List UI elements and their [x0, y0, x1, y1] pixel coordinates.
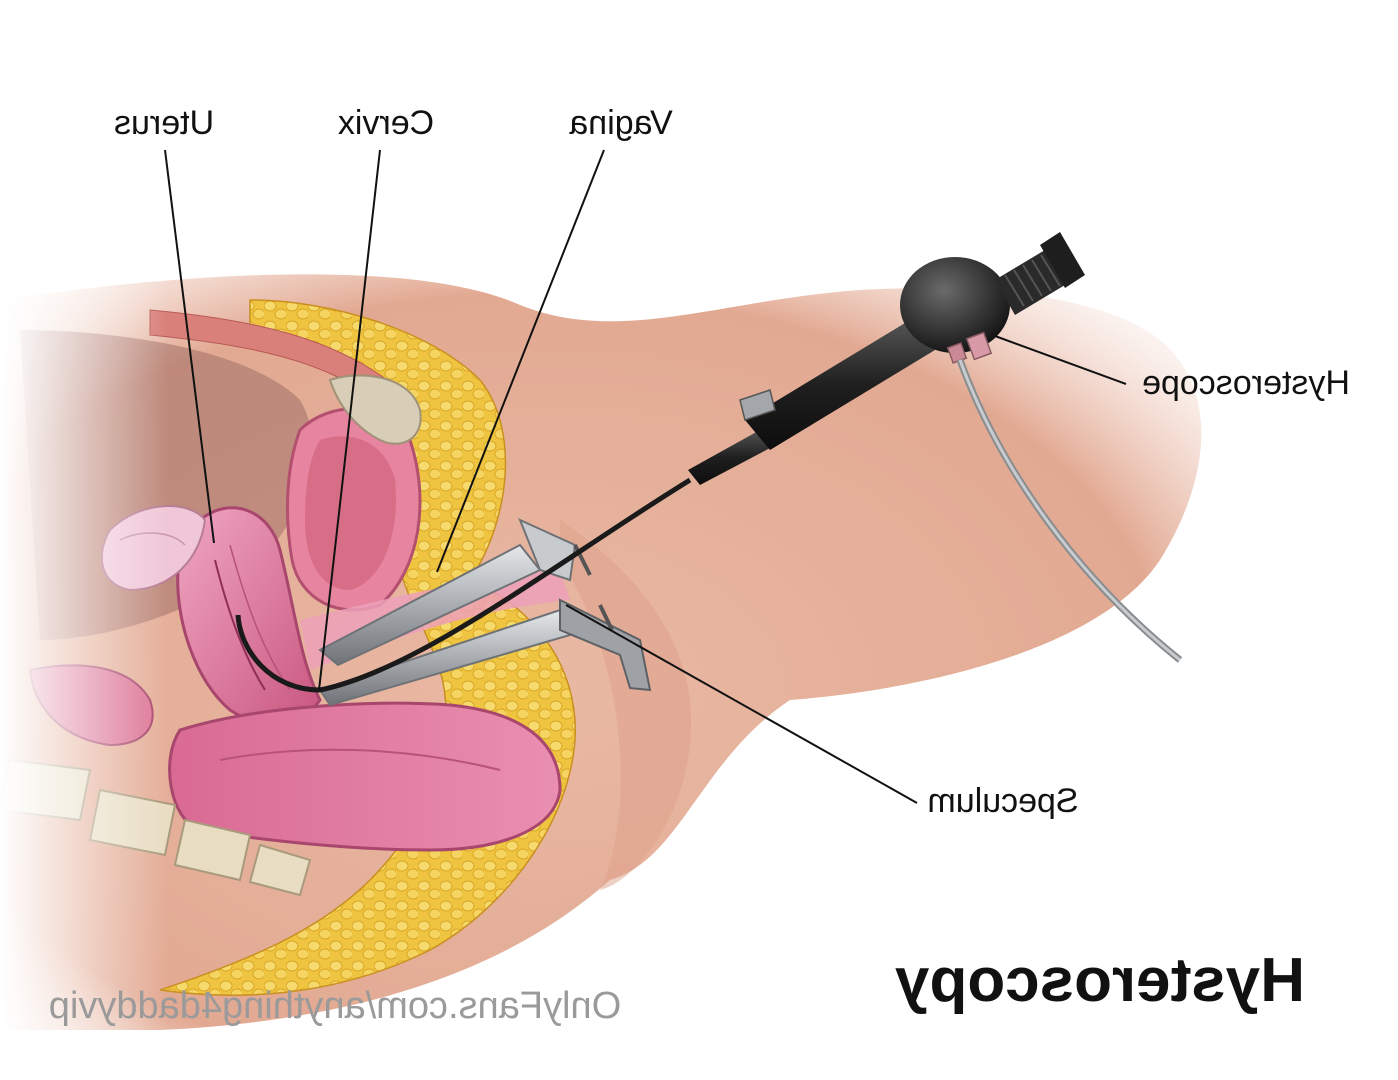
- label-cervix: Cervix: [337, 104, 435, 142]
- watermark: OnlyFans.com/anything4daddyvip: [48, 985, 622, 1027]
- label-vagina: Vagina: [569, 104, 673, 142]
- label-uterus: Uterus: [113, 104, 215, 142]
- label-hysteroscope: Hysteroscope: [1142, 364, 1350, 402]
- label-speculum: Speculum: [927, 782, 1079, 820]
- diagram-title: Hysteroscopy: [894, 946, 1306, 1015]
